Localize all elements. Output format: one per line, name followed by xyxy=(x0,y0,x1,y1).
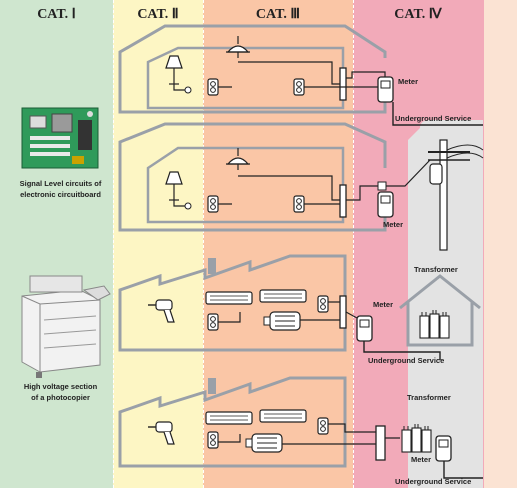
caption-line: of a photocopier xyxy=(31,393,90,402)
transformer-house xyxy=(399,274,481,347)
cat1-band xyxy=(0,0,113,488)
circuit-board-caption: Signal Level circuits of electronic circ… xyxy=(8,178,113,200)
header-cat3: CAT. Ⅲ xyxy=(255,7,301,22)
transformer-label-2: Transformer xyxy=(407,393,451,402)
factory-1 xyxy=(118,254,441,360)
circuit-board-image xyxy=(21,107,99,169)
meter-label-3: Meter xyxy=(373,300,394,309)
cat3-band xyxy=(203,0,354,488)
underground-service-label-3: Underground Service xyxy=(395,477,472,486)
house-2 xyxy=(118,122,431,232)
photocopier-image xyxy=(21,275,111,378)
photocopier-caption: High voltage section of a photocopier xyxy=(8,381,113,403)
transformer-label-1: Transformer xyxy=(414,265,458,274)
header-cat2: CAT. Ⅱ xyxy=(137,7,179,22)
meter-label-4: Meter xyxy=(411,455,432,464)
meter-label-2: Meter xyxy=(383,220,404,229)
header-cat1: CAT. Ⅰ xyxy=(37,7,76,22)
caption-line: High voltage section xyxy=(23,382,98,391)
caption-line: Signal Level circuits of xyxy=(19,179,102,188)
underground-service-label-2: Underground Service xyxy=(368,356,445,365)
caption-line: electronic circuitboard xyxy=(20,190,101,199)
factory-2 xyxy=(118,376,483,479)
meter-label-1: Meter xyxy=(398,77,419,86)
header-cat4: CAT. Ⅳ xyxy=(394,7,442,22)
utility-pole xyxy=(428,139,484,251)
underground-service-label-1: Underground Service xyxy=(395,114,472,123)
house-1 xyxy=(118,24,483,126)
